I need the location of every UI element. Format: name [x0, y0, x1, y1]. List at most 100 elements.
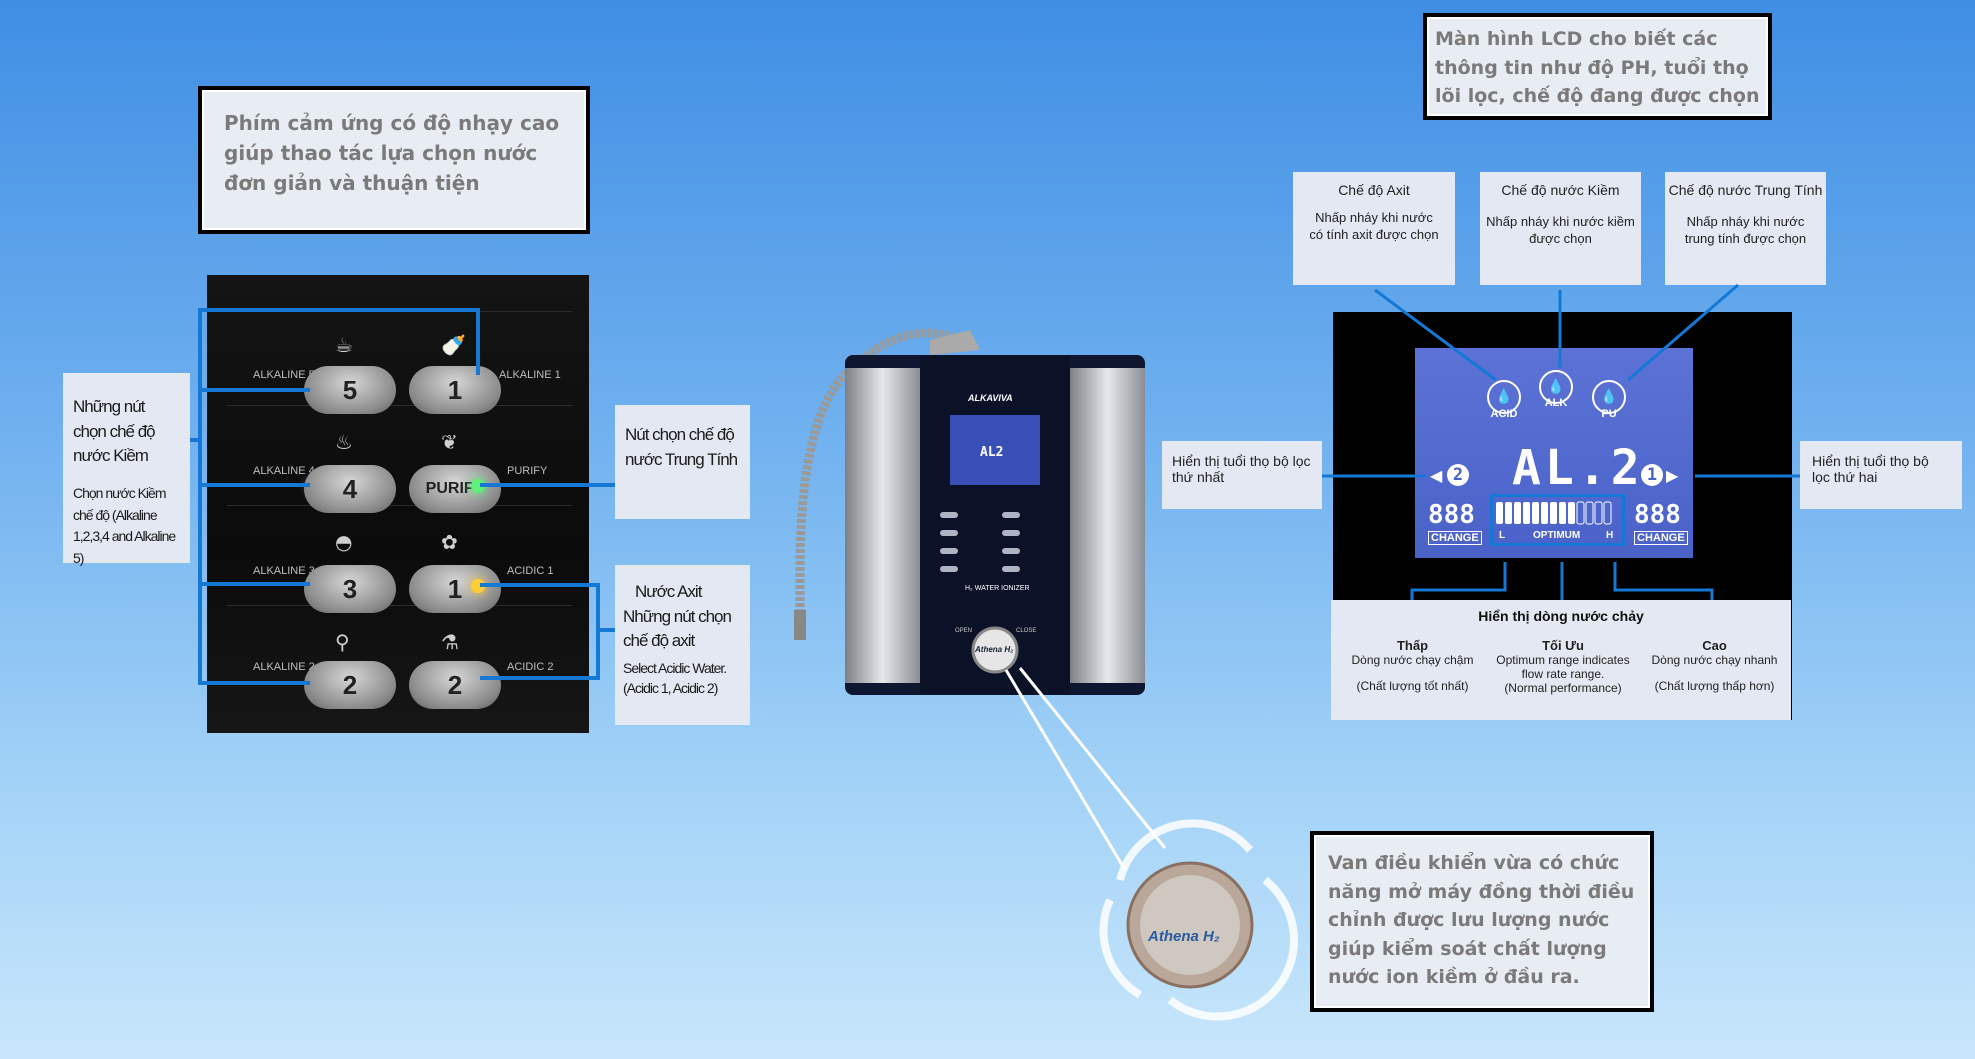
flow-low-desc: Dòng nước chạy chậm [1351, 653, 1474, 667]
purify-button-note: Nút chọn chế độ nước Trung Tính [615, 405, 750, 519]
alkaline-5-button[interactable]: 5 [304, 366, 396, 414]
purify-note-text: Nút chọn chế độ nước Trung Tính [625, 425, 738, 469]
second-filter-text: Hiển thị tuổi thọ bộ lọc thứ hai [1812, 453, 1929, 485]
label-acidic-1: ACIDIC 1 [507, 565, 554, 577]
lcd-alk-label: ALK [1544, 397, 1568, 409]
acid-mode-box: Chế độ Axit Nhấp nháy khi nước có tính a… [1293, 172, 1455, 285]
flow-opt-note: (Normal performance) [1504, 681, 1622, 695]
lcd-callout: Màn hình LCD cho biết các thông tin như … [1423, 13, 1772, 120]
alkaline-3-button[interactable]: 3 [304, 565, 396, 613]
flow-bar-l: L [1499, 530, 1506, 541]
acid-note-title: Nước Axit [635, 582, 702, 601]
flow-opt-title: Tối Ưu [1542, 638, 1584, 653]
pot-icon: ♨ [335, 430, 353, 454]
purify-button[interactable]: PURIFY [409, 465, 501, 513]
alkaline-note-title: Những nút chọn chế độ nước Kiềm [73, 397, 156, 466]
acidic-2-button[interactable]: 2 [409, 661, 501, 709]
right-filter-arrow-icon: ▶ [1666, 466, 1679, 485]
cup-icon: ☕ [335, 333, 353, 357]
alkaline-2-button[interactable]: 2 [304, 661, 396, 709]
label-alkaline-2: ALKALINE 2 [253, 661, 315, 673]
first-filter-label: Hiển thị tuổi thọ bộ lọc thứ nhất [1162, 441, 1322, 509]
touch-keys-callout: Phím cảm ứng có độ nhạy cao giúp thao tá… [198, 86, 590, 234]
label-alkaline-3: ALKALINE 3 [253, 565, 315, 577]
purify-led [471, 479, 485, 493]
acid-mode-icon: 💧 [1487, 380, 1521, 414]
flow-low-note: (Chất lượng tốt nhất) [1356, 679, 1469, 693]
alk-mode-title: Chế độ nước Kiềm [1501, 182, 1620, 198]
flow-bar-segments [1496, 501, 1612, 525]
flow-high-title: Cao [1702, 638, 1727, 653]
alkaline-buttons-note: Những nút chọn chế độ nước Kiềm Chọn nướ… [63, 373, 190, 566]
flow-bar [1490, 494, 1625, 546]
lcd-acid-label: ACID [1490, 408, 1518, 420]
flow-bar-optimum: OPTIMUM [1533, 530, 1581, 541]
flow-high-note: (Chất lượng thấp hơn) [1654, 679, 1775, 693]
acid-buttons-note: Nước Axit Những nút chọn chế độ axit Sel… [615, 565, 750, 725]
alkaline-note-desc: Chọn nước Kiềm chế độ (Alkaline 1,2,3,4 … [73, 484, 176, 566]
lcd-left-filter-number: 2 [1447, 464, 1469, 486]
touch-keys-callout-text: Phím cảm ứng có độ nhạy cao giúp thao tá… [224, 111, 560, 195]
label-alkaline-1: ALKALINE 1 [499, 369, 561, 381]
lcd-left-digits: 888 [1428, 500, 1475, 530]
second-filter-label: Hiển thị tuổi thọ bộ lọc thứ hai [1800, 441, 1962, 509]
pu-mode-title: Chế độ nước Trung Tính [1668, 182, 1823, 198]
pu-mode-desc: Nhấp nháy khi nước trung tính được chọn [1684, 214, 1807, 246]
flow-high-desc: Dòng nước chạy nhanh [1651, 653, 1778, 667]
valve-callout-text: Van điều khiển vừa có chức năng mở máy đ… [1328, 852, 1635, 988]
alk-mode-desc: Nhấp nháy khi nước kiềm được chọn [1486, 214, 1635, 246]
label-purify: PURIFY [507, 465, 548, 477]
alkaline-1-button[interactable]: 1 [409, 366, 501, 414]
acid-note-sub: Những nút chọn chế độ axit [623, 606, 732, 651]
first-filter-text: Hiển thị tuổi thọ bộ lọc thứ nhất [1172, 453, 1311, 485]
flow-high: Cao Dòng nước chạy nhanh (Chất lượng thấ… [1642, 638, 1787, 693]
flow-low: Thấp Dòng nước chạy chậm (Chất lượng tốt… [1340, 638, 1485, 693]
label-alkaline-5: ALKALINE 5 [253, 369, 315, 381]
device-open-label: OPEN [955, 628, 973, 634]
alkaline-4-button[interactable]: 4 [304, 465, 396, 513]
device-brand: ALKAVIVA [968, 393, 1013, 403]
acidic-1-led [471, 579, 485, 593]
button-panel: ☕ 🍼 ALKALINE 5 5 1 ALKALINE 1 ♨ ❦ ALKALI… [207, 275, 589, 733]
bowl-icon: ◓ [335, 530, 353, 554]
device-close-label: CLOSE [1016, 628, 1037, 634]
lcd-callout-text: Màn hình LCD cho biết các thông tin như … [1435, 28, 1760, 107]
flow-opt-desc: Optimum range indicates flow rate range. [1496, 653, 1630, 681]
spray-icon: ⚗ [441, 630, 459, 654]
ionizer-device [794, 328, 1145, 695]
acid-mode-title: Chế độ Axit [1338, 182, 1410, 198]
lcd-right-change: CHANGE [1634, 531, 1688, 545]
acid-mode-desc: Nhấp nháy khi nước có tính axit được chọ… [1309, 210, 1439, 242]
acidic-1-button[interactable]: 1 [409, 565, 501, 613]
device-knob-text: Athena H₂ [975, 645, 1014, 654]
valve-callout: Van điều khiển vừa có chức năng mở máy đ… [1310, 831, 1654, 1012]
pu-mode-icon: 💧 [1592, 380, 1626, 414]
alk-mode-box: Chế độ nước Kiềm Nhấp nháy khi nước kiềm… [1480, 172, 1641, 285]
plant-icon: ✿ [441, 530, 458, 554]
device-model-label: H₂ WATER IONIZER [965, 585, 1030, 592]
faucet-icon: ⚲ [335, 630, 350, 654]
pu-mode-box: Chế độ nước Trung Tính Nhấp nháy khi nướ… [1665, 172, 1826, 285]
label-acidic-2: ACIDIC 2 [507, 661, 554, 673]
device-lcd-text: AL2 [980, 445, 1004, 460]
lcd-right-filter-number: 1 [1641, 464, 1663, 486]
flow-optimum: Tối Ưu Optimum range indicates flow rate… [1488, 638, 1638, 695]
lcd-left-change: CHANGE [1428, 531, 1482, 545]
acid-note-desc: Select Acidic Water. (Acidic 1, Acidic 2… [623, 659, 727, 697]
label-alkaline-4: ALKALINE 4 [253, 465, 315, 477]
alk-mode-icon: 💧 [1539, 370, 1573, 404]
zoom-knob-text: Athena H₂ [1148, 928, 1220, 945]
leaf-icon: ❦ [441, 430, 458, 454]
flow-low-title: Thấp [1396, 638, 1429, 653]
flow-title: Hiển thị dòng nước chảy [1478, 608, 1644, 624]
lcd-pu-label: PU [1601, 408, 1617, 420]
flow-info-panel [1331, 600, 1791, 720]
bottle-icon: 🍼 [441, 333, 466, 357]
lcd-right-digits: 888 [1634, 500, 1681, 530]
lcd-main-reading: AL.2 [1512, 440, 1644, 496]
flow-bar-h: H [1606, 530, 1614, 541]
left-filter-arrow-icon: ◀ [1430, 466, 1443, 485]
